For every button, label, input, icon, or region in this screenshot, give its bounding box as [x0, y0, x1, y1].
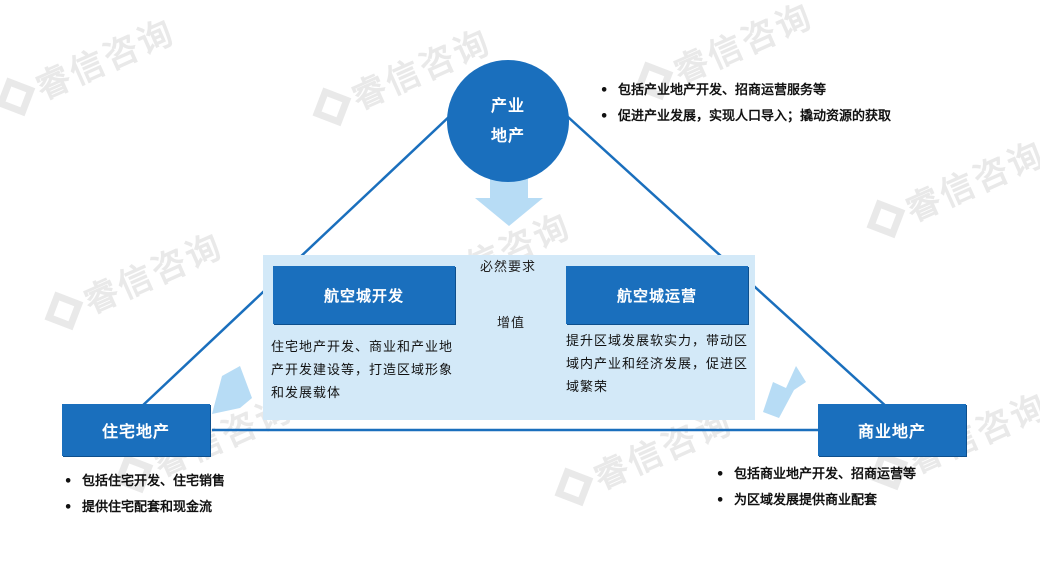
backward-arrow-label: 增值: [497, 316, 526, 331]
node-label: 产业: [490, 96, 525, 115]
node-label: 地产: [490, 126, 525, 145]
industrial-bullets: 包括产业地产开发、招商运营服务等 促进产业发展，实现人口导入；撬动资源的获取: [600, 78, 891, 130]
commercial-real-estate-node: 商业地产: [818, 404, 966, 456]
residential-bullets: 包括住宅开发、住宅销售 提供住宅配套和现金流: [64, 469, 225, 521]
airport-city-operation-box: 航空城运营: [566, 266, 748, 324]
bullet-item: 包括产业地产开发、招商运营服务等: [600, 78, 891, 104]
triangle-edge-left: [139, 96, 471, 409]
bullet-item: 包括住宅开发、住宅销售: [64, 469, 225, 495]
bullet-item: 为区域发展提供商业配套: [716, 488, 916, 514]
commercial-bullets: 包括商业地产开发、招商运营等 为区域发展提供商业配套: [716, 462, 916, 514]
up-right-arrow-icon: [212, 366, 252, 414]
residential-real-estate-node: 住宅地产: [62, 404, 210, 456]
forward-arrow-label: 必然要求: [480, 260, 537, 275]
triangle-edge-right: [545, 96, 889, 409]
down-arrow-icon: [475, 172, 543, 226]
bullet-item: 促进产业发展，实现人口导入；撬动资源的获取: [600, 104, 891, 130]
bullet-item: 提供住宅配套和现金流: [64, 495, 225, 521]
bullet-item: 包括商业地产开发、招商运营等: [716, 462, 916, 488]
industrial-real-estate-node: 产业地产: [447, 60, 569, 182]
development-description: 住宅地产开发、商业和产业地产开发建设等，打造区域形象和发展载体: [271, 340, 454, 401]
up-left-arrow-icon: [763, 366, 806, 418]
airport-city-development-box: 航空城开发: [273, 266, 455, 324]
operation-description: 提升区域发展软实力，带动区域内产业和经济发展，促进区域繁荣: [566, 334, 749, 395]
